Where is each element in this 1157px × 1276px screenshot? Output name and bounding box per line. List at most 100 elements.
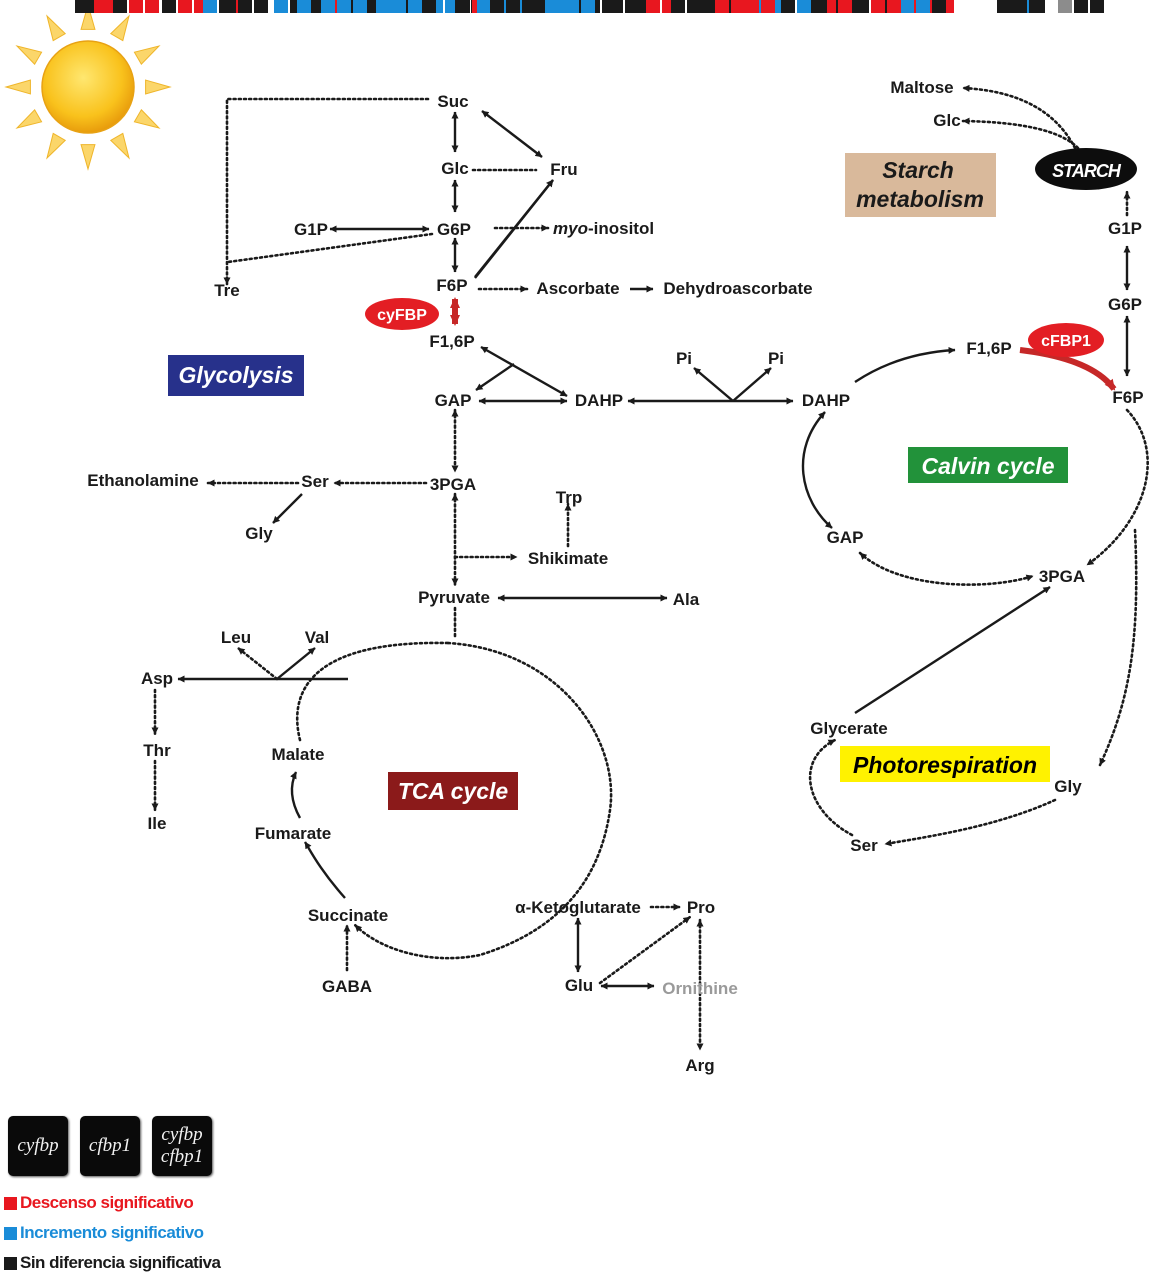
metabolite-label: Asp [141,669,173,688]
pathway-arrow [732,367,772,402]
pathway-arrow [961,117,1080,150]
significance-square-blue [565,0,579,13]
metabolite-myo: myo-inositol [222,0,654,238]
metabolite-label: Ala [673,590,700,609]
metabolite-ethanolamine: Ethanolamine [87,0,501,490]
significance-square-red [838,0,852,13]
metabolite-label: Ascorbate [536,279,619,298]
metabolite-glu: Glu [565,0,1043,995]
significance-square-blue [549,0,563,13]
significance-square-grey [1058,0,1072,13]
significance-square-red [715,0,729,13]
significance-square-black [699,0,713,13]
significance-square-black [1074,0,1088,13]
significance-square-blue [916,0,930,13]
metabolite-label: DAHP [802,391,850,410]
pathway-arrow [276,647,316,680]
significance-square-blue [477,0,491,13]
photorespiration-label-box [840,746,1050,782]
metabolite-fumarate: Fumarate [255,0,852,843]
tca-cycle-label: TCA cycle [398,778,509,804]
metabolite-label: Glu [565,976,593,995]
metabolite-label: Shikimate [528,549,608,568]
metabolite-label: Pi [768,349,784,368]
metabolite-pro: Pro [687,0,946,917]
significance-square-red [745,0,759,13]
metabolite-label: Val [305,628,330,647]
significance-square-red [871,0,885,13]
significance-square-red [761,0,775,13]
significance-square-red [129,0,143,13]
pathway-arrows [151,84,1149,1052]
significance-square-black [254,0,268,13]
pathway-arrow [961,84,1077,150]
metabolite-label: Dehydroascorbate [663,279,812,298]
metabolite-label: Ser [850,836,878,855]
starch-metabolism-label-line2: metabolism [856,186,984,212]
pathway-arrow [598,915,692,985]
metabolite-gap_c: GAP [531,0,863,547]
metabolite-label: Tre [214,281,240,300]
metabolite-label: Ser [301,472,329,491]
significance-square-black [506,0,520,13]
metabolite-label: Ornithine [662,979,738,998]
pathway-arrow [303,841,346,899]
metabolite-label: F1,6P [429,332,474,351]
cyfbp-enzyme [365,298,439,330]
significance-square-black [531,0,545,13]
pathway-arrow [295,641,450,742]
pathway-arrow [226,232,434,264]
glycolysis-label-box [168,355,304,396]
legend-genotype-label: cyfbp [161,1124,203,1145]
metabolite-ascorbate: Ascorbate [300,0,620,298]
metabolite-label: Malate [272,745,325,764]
metabolite-f16p_c: F1,6P [321,0,1012,358]
significance-square-blue [274,0,288,13]
metabolite-label: GAP [435,391,472,410]
metabolite-glc: Glc [162,0,469,178]
cfbp1-enzyme-label: cFBP1 [1041,333,1091,350]
metabolite-label: Fru [550,160,577,179]
metabolite-gly: Gly [245,0,572,543]
metabolite-label: G6P [1108,295,1142,314]
significance-square-red [731,0,745,13]
significance-square-black [490,0,504,13]
cfbp1-enzyme [1028,323,1104,357]
glycolysis-label: Glycolysis [178,362,293,388]
legend-entry-blue: Incremento significativo [4,1223,204,1243]
metabolite-label: Pro [687,898,715,917]
cfbp1-reaction-arrow [1019,347,1117,391]
significance-square-black [113,0,127,13]
significance-square-black [997,0,1011,13]
metabolite-ile: Ile [148,0,862,833]
metabolite-maltose: Maltose [80,0,954,97]
legend-genotype-tile: cfbp1 [80,1116,140,1176]
metabolite-label: Glc [441,159,468,178]
significance-square-black [422,0,436,13]
significance-square-blue [203,0,217,13]
significance-square-blue [376,0,390,13]
significance-square-black [932,0,946,13]
metabolite-g1p: G1P [222,0,328,239]
metabolite-glc_c: Glc [113,0,961,130]
metabolite-asp: Asp [141,0,717,688]
significance-square-red [96,0,110,13]
metabolite-label: F6P [1112,388,1143,407]
metabolite-trp: Trp [490,0,582,507]
pathway-arrow [883,798,1057,847]
pathway-arrow [801,411,833,529]
legend-text: Sin diferencia significativa [20,1253,221,1272]
metabolite-label: 3PGA [430,475,476,494]
significance-square-blue [408,0,422,13]
pathway-arrow [481,110,543,158]
metabolite-label: G1P [1108,219,1142,238]
legend-swatch [4,1256,17,1270]
pathway-arrow [854,346,956,383]
metabolite-glycerate: Glycerate [699,0,888,738]
metabolite-g6p_c: G6P [297,0,1142,314]
metabolite-label: 3PGA [1039,567,1085,586]
significance-square-blue [581,0,595,13]
metabolite-g6p: G6P [203,0,471,239]
legend-genotype-label: cfbp1 [160,1146,204,1167]
